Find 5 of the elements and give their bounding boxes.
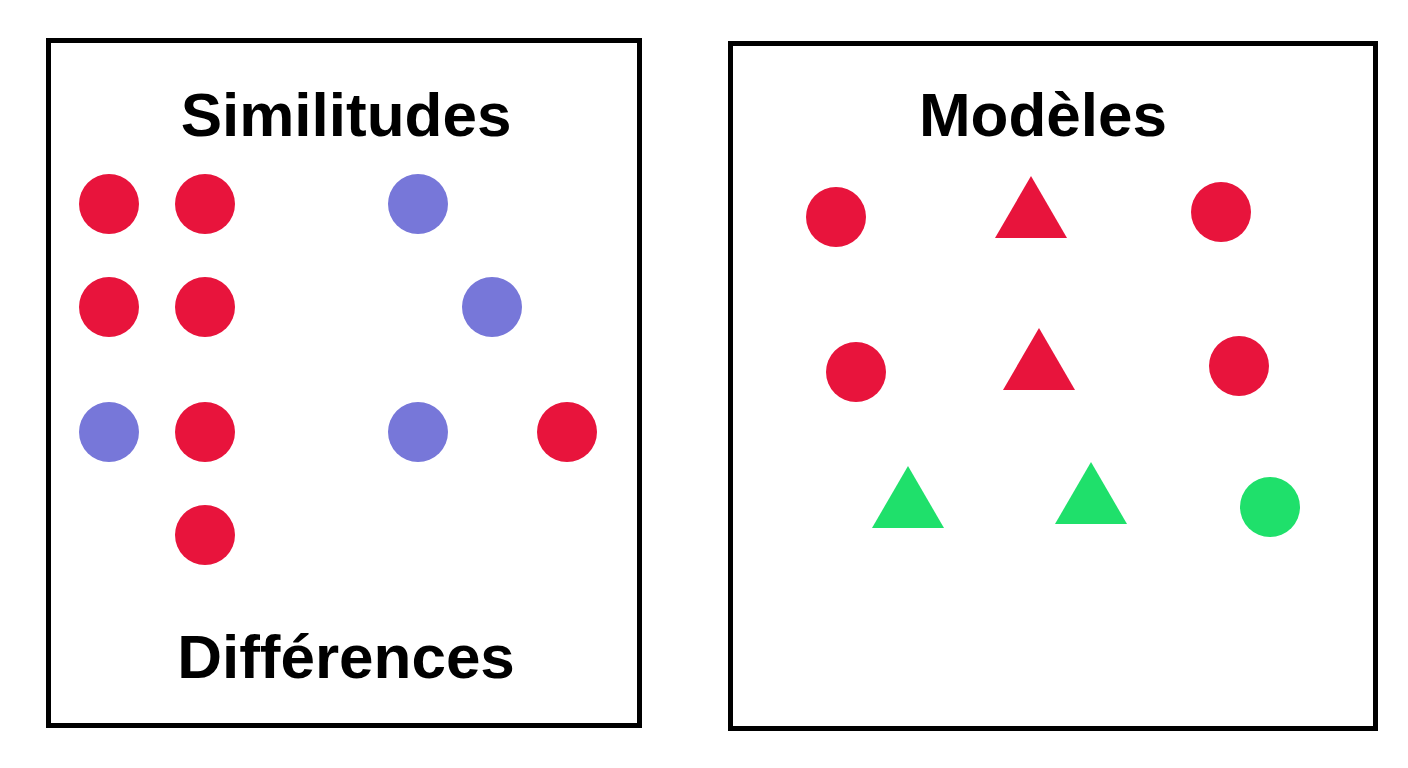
heading: Différences <box>177 625 515 689</box>
panel <box>46 38 642 728</box>
panel <box>728 41 1378 731</box>
heading: Similitudes <box>180 83 512 147</box>
heading: Modèles <box>918 83 1168 147</box>
